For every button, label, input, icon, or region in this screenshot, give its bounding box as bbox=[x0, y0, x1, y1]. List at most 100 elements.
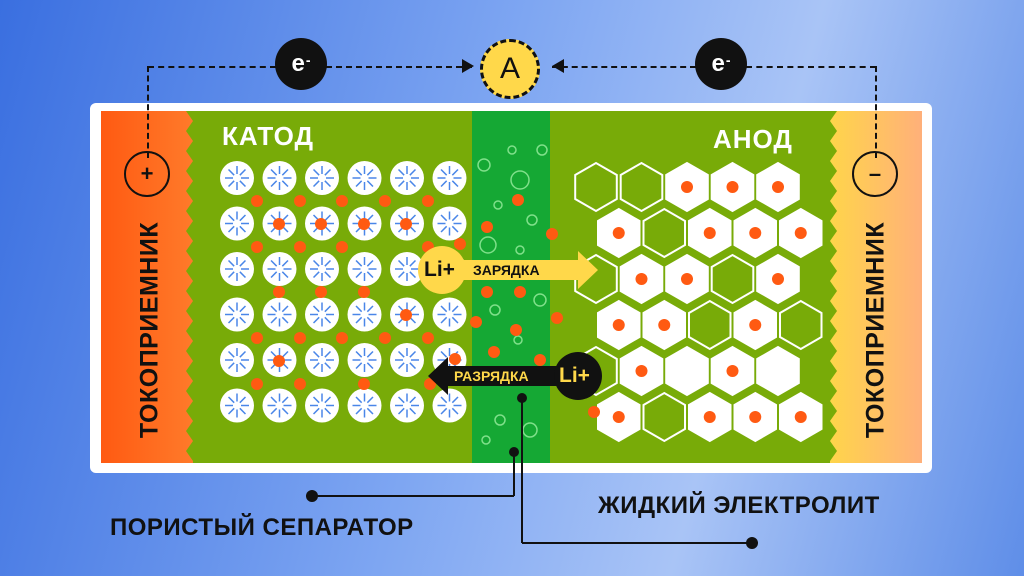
ammeter-label: A bbox=[499, 52, 520, 85]
lithium-ion bbox=[251, 378, 263, 390]
charge-ion-circle bbox=[418, 246, 466, 294]
lithium-ion bbox=[273, 218, 285, 230]
cathode-particle bbox=[347, 297, 382, 332]
electrolyte-bubble bbox=[533, 293, 547, 307]
lithium-ion bbox=[749, 319, 762, 331]
lithium-ion bbox=[422, 195, 434, 207]
cathode-particle bbox=[347, 388, 382, 423]
cathode-particle bbox=[305, 343, 339, 377]
lithium-ion bbox=[703, 411, 716, 423]
lithium-ion bbox=[588, 406, 600, 418]
electron-left-symbol: e bbox=[291, 50, 305, 77]
cathode-particle bbox=[305, 297, 339, 332]
lithium-ion bbox=[512, 194, 524, 206]
lithium-ion bbox=[481, 286, 493, 298]
cathode-particle bbox=[220, 161, 254, 195]
lithium-ion bbox=[294, 332, 306, 344]
lithium-ion bbox=[635, 365, 648, 377]
lithium-ion bbox=[315, 286, 327, 298]
electron-left: e- bbox=[275, 38, 327, 90]
cathode-particle bbox=[390, 343, 424, 377]
lithium-ion bbox=[449, 353, 461, 365]
lithium-ion bbox=[251, 195, 263, 207]
lithium-ion bbox=[400, 218, 412, 230]
arrow-head-left-icon bbox=[552, 59, 564, 73]
electrolyte-bubble bbox=[515, 245, 525, 255]
right-collector-edge bbox=[830, 111, 837, 463]
lithium-ion bbox=[635, 273, 648, 285]
anode-cell bbox=[779, 299, 823, 351]
cathode-particle bbox=[220, 343, 254, 377]
circuit-wire-right-2 bbox=[746, 66, 876, 68]
lithium-ion bbox=[551, 312, 563, 324]
electron-right-symbol: e bbox=[711, 50, 725, 77]
electron-right: e- bbox=[695, 38, 747, 90]
cathode-particle bbox=[305, 388, 339, 423]
lithium-ion bbox=[424, 378, 436, 390]
anode-cell bbox=[642, 391, 686, 443]
plus-terminal: + bbox=[124, 151, 170, 197]
discharge-arrow bbox=[428, 357, 570, 395]
circuit-wire-left bbox=[148, 66, 276, 68]
cathode-particle bbox=[262, 297, 297, 332]
lithium-ion bbox=[336, 241, 348, 253]
lithium-ion bbox=[273, 286, 285, 298]
anode-cell bbox=[665, 345, 709, 397]
lithium-ion bbox=[251, 241, 263, 253]
ammeter: A bbox=[480, 39, 540, 99]
electrolyte-bubble bbox=[479, 236, 497, 254]
lithium-ion bbox=[379, 332, 391, 344]
electrolyte-bubble bbox=[522, 422, 538, 438]
lithium-ion bbox=[794, 411, 807, 423]
cathode-particle bbox=[347, 343, 382, 377]
lithium-ion bbox=[794, 227, 807, 239]
lithium-ion bbox=[294, 378, 306, 390]
lithium-ion bbox=[703, 227, 716, 239]
lithium-ion bbox=[358, 286, 370, 298]
lithium-ion bbox=[772, 181, 784, 193]
lithium-ion bbox=[336, 195, 348, 207]
anode-label: АНОД bbox=[713, 124, 793, 154]
anode-cell bbox=[688, 299, 732, 351]
cathode-particle bbox=[347, 161, 382, 195]
cathode-particle bbox=[432, 161, 467, 195]
electrolyte-caption: ЖИДКИЙ ЭЛЕКТРОЛИТ bbox=[598, 492, 880, 519]
cathode-label: КАТОД bbox=[222, 121, 314, 151]
circuit-wire-left-2 bbox=[326, 66, 472, 68]
lithium-ion bbox=[315, 218, 327, 230]
lithium-ion bbox=[336, 332, 348, 344]
anode-cell bbox=[619, 161, 664, 213]
lithium-ion bbox=[481, 221, 493, 233]
discharge-ion-label: Li+ bbox=[559, 364, 590, 387]
anode-cell bbox=[756, 345, 800, 397]
anode-cell bbox=[642, 207, 686, 259]
lithium-ion bbox=[658, 319, 671, 331]
lithium-ion bbox=[749, 227, 762, 239]
electrolyte-bubble bbox=[513, 335, 523, 345]
electrolyte-bubble bbox=[507, 145, 517, 155]
cathode-particle bbox=[347, 252, 382, 286]
lithium-ion bbox=[612, 227, 625, 239]
lithium-ion bbox=[294, 195, 306, 207]
cathode-particle bbox=[262, 161, 297, 195]
discharge-ion-circle bbox=[554, 352, 602, 400]
electrolyte-bubble bbox=[481, 435, 491, 445]
lithium-ion bbox=[726, 365, 739, 377]
minus-terminal: – bbox=[852, 151, 898, 197]
discharge-label: РАЗРЯДКА bbox=[454, 368, 529, 384]
electrolyte-bubble bbox=[510, 170, 530, 190]
lithium-ion bbox=[488, 346, 500, 358]
cathode-particle bbox=[262, 388, 297, 423]
lithium-ion bbox=[726, 181, 739, 193]
left-collector-label: ТОКОПРИЕМНИК bbox=[135, 221, 164, 439]
lithium-ion bbox=[422, 332, 434, 344]
lithium-ion bbox=[273, 355, 285, 367]
cathode-particle bbox=[432, 206, 467, 241]
circuit-wire-right bbox=[552, 66, 696, 68]
cathode-particle bbox=[220, 206, 254, 241]
lithium-ion bbox=[251, 332, 263, 344]
left-collector-edge bbox=[186, 111, 193, 463]
lithium-ion bbox=[379, 195, 391, 207]
right-collector-label: ТОКОПРИЕМНИК bbox=[861, 221, 890, 439]
